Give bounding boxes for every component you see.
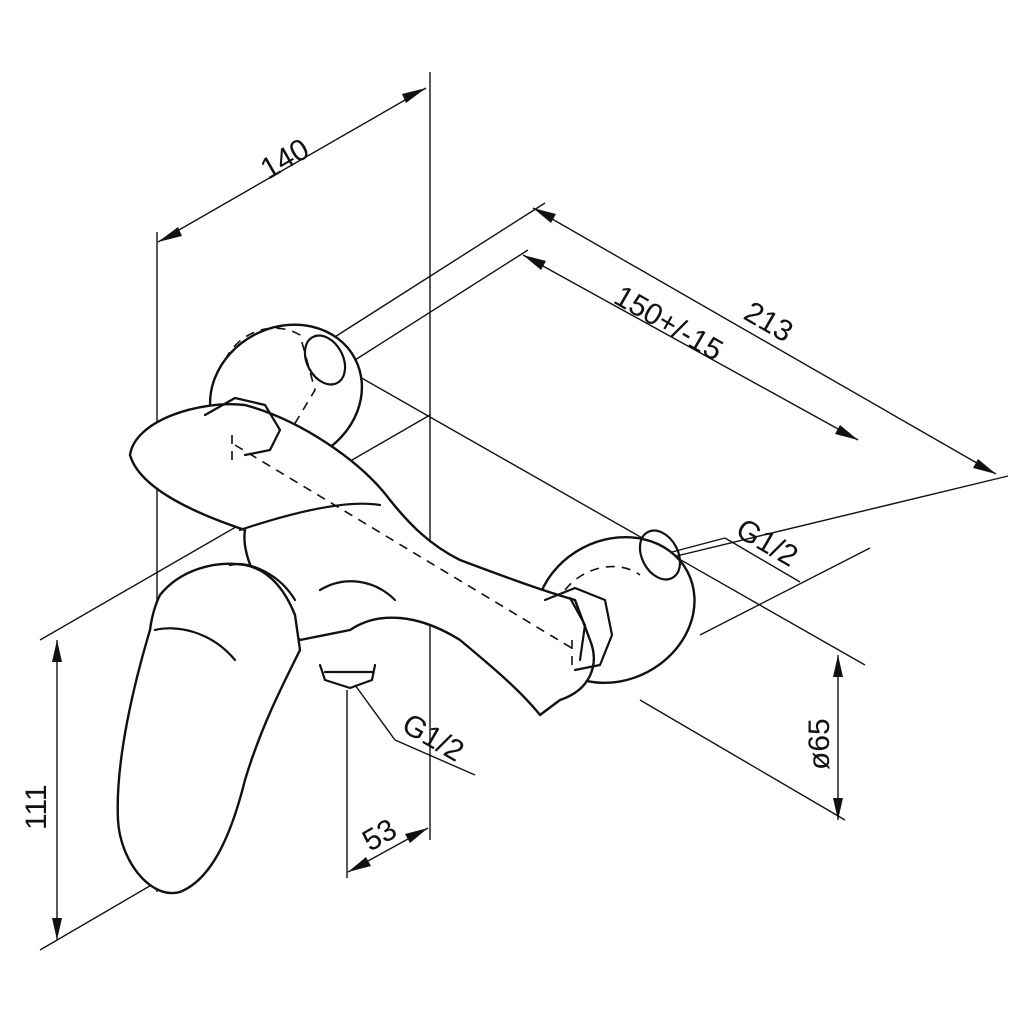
dimension-150: 150+/-15	[522, 254, 859, 441]
dimension-111: 111	[20, 640, 62, 940]
dimension-53: 53	[347, 813, 429, 873]
dimension-label-140: 140	[255, 132, 315, 186]
dimension-140: 140	[157, 87, 427, 243]
outlet-fitting	[318, 663, 377, 690]
mixer-body	[128, 396, 614, 717]
dimension-label-53: 53	[357, 813, 402, 858]
dimension-label-213: 213	[739, 295, 799, 349]
dimension-label-150: 150+/-15	[609, 279, 729, 367]
dimension-label-111: 111	[20, 784, 53, 830]
outlet-thread-label: G1/2	[397, 707, 470, 768]
handle	[116, 562, 302, 895]
dimension-diameter-65: ø65	[803, 655, 843, 820]
leader-outlet-thread: G1/2	[354, 684, 476, 776]
extension-lines	[39, 202, 1009, 951]
dimension-213: 213	[532, 207, 997, 475]
leader-inlet-thread: G1/2	[671, 512, 804, 583]
dimension-label-diameter-65: ø65	[803, 718, 836, 770]
inlet-thread-label: G1/2	[731, 512, 804, 573]
